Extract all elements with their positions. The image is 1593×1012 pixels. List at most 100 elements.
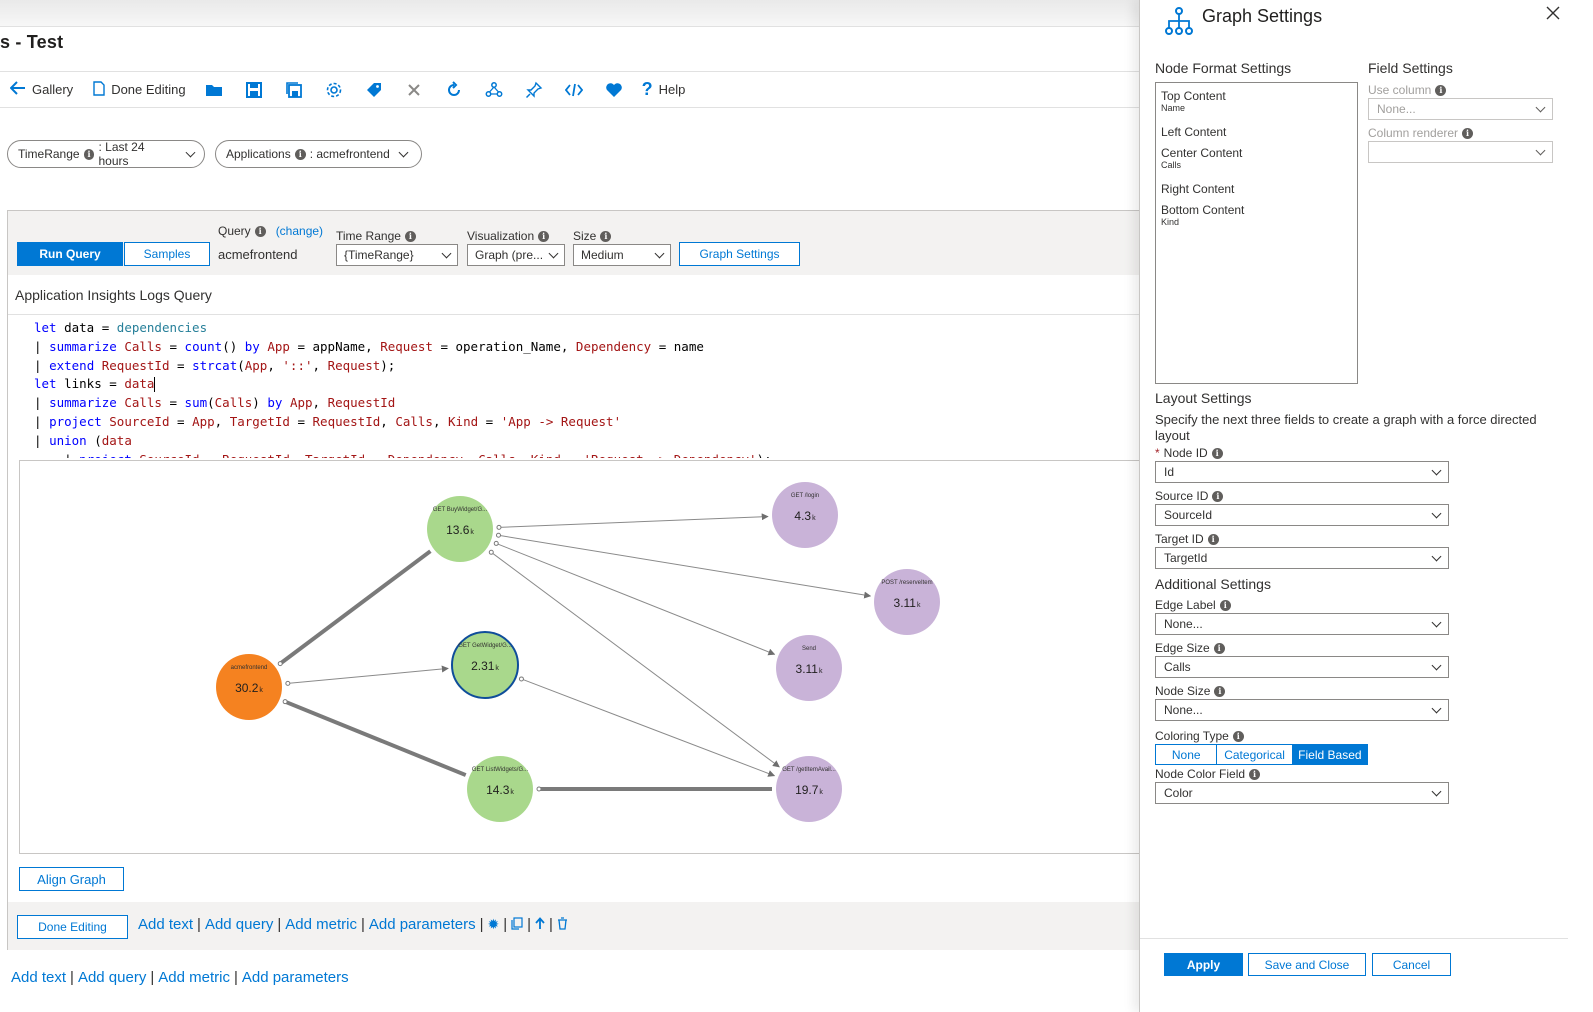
code-token: data	[101, 432, 132, 448]
graph-edge[interactable]	[287, 665, 449, 684]
done-editing-step-button[interactable]: Done Editing	[17, 915, 128, 939]
pin-icon[interactable]	[522, 76, 546, 104]
node-format-item[interactable]: Right Content	[1161, 182, 1234, 196]
applications-parameter[interactable]: Applications i : acmefrontend	[215, 140, 422, 168]
graph-edge[interactable]	[496, 542, 776, 656]
close-icon[interactable]	[402, 76, 426, 104]
add-text-link[interactable]: Add text	[138, 916, 194, 933]
code-token: RequestId	[312, 414, 381, 429]
graph-edge[interactable]	[498, 534, 872, 599]
add-metric-link[interactable]: Add metric	[285, 916, 357, 933]
edge-size-label: Edge Size	[1155, 641, 1210, 655]
save-as-icon[interactable]	[282, 76, 306, 104]
time-range-parameter[interactable]: TimeRange i : Last 24 hours	[7, 140, 205, 168]
done-editing-toolbar-button[interactable]: Done Editing	[85, 76, 193, 104]
code-token: = appName,	[289, 338, 381, 354]
size-label: Size	[573, 229, 597, 243]
save-and-close-button[interactable]: Save and Close	[1248, 953, 1366, 976]
graph-node-avail[interactable]: GET /getItemAvail...19.7k	[776, 756, 842, 822]
heart-icon[interactable]	[602, 76, 626, 104]
node-id-dropdown[interactable]: Id	[1155, 461, 1449, 483]
run-query-button[interactable]: Run Query	[17, 242, 123, 266]
graph-edge[interactable]	[284, 699, 467, 777]
edge-label-label-row: Edge Label i	[1155, 598, 1231, 612]
coloring-option-categorical[interactable]: Categorical	[1217, 745, 1293, 764]
add-parameters-link[interactable]: Add parameters	[241, 969, 349, 986]
add-text-link[interactable]: Add text	[11, 969, 67, 986]
add-query-link[interactable]: Add query	[204, 916, 274, 933]
delete-icon[interactable]	[557, 916, 568, 933]
settings-icon[interactable]: ✹	[487, 916, 500, 932]
clone-icon[interactable]	[511, 916, 523, 933]
help-button[interactable]: ? Help	[634, 76, 694, 104]
graph-node-circle	[776, 635, 842, 701]
settings-icon[interactable]	[322, 76, 346, 104]
edge-label-dropdown[interactable]: None...	[1155, 613, 1449, 635]
graph-node-value-unit: k	[495, 665, 499, 672]
graph-node-buy[interactable]: GET BuyWidget/G...13.6k	[427, 496, 493, 562]
graph-edge[interactable]	[498, 513, 769, 528]
graph-node-list[interactable]: GET ListWidgets/G... 14.3k	[467, 756, 533, 822]
node-color-field-dropdown[interactable]: Color	[1155, 782, 1449, 804]
gallery-button[interactable]: Gallery	[0, 76, 81, 104]
code-token: by	[267, 395, 290, 411]
code-token: =	[169, 414, 193, 429]
graph-node-circle	[451, 631, 519, 699]
save-icon[interactable]	[242, 76, 266, 104]
refresh-icon[interactable]	[442, 76, 466, 104]
close-panel-icon[interactable]	[1546, 6, 1560, 23]
add-parameters-link[interactable]: Add parameters	[368, 916, 476, 933]
cancel-button[interactable]: Cancel	[1372, 953, 1451, 976]
graph-node-label: POST /reserveItem	[881, 580, 932, 586]
move-up-icon[interactable]	[535, 916, 545, 933]
code-icon[interactable]	[562, 76, 586, 104]
target-id-label-row: Target ID i	[1155, 532, 1219, 546]
graph-node-label: GET ListWidgets/G...	[472, 767, 529, 773]
coloring-option-field-based[interactable]: Field Based	[1292, 745, 1368, 764]
time-range-dropdown[interactable]: {TimeRange}	[336, 244, 458, 266]
edge-port	[282, 699, 288, 705]
add-query-link[interactable]: Add query	[77, 969, 147, 986]
size-dropdown[interactable]: Medium	[573, 244, 671, 266]
code-token: App	[267, 338, 290, 354]
graph-settings-button[interactable]: Graph Settings	[679, 242, 800, 266]
add-metric-link[interactable]: Add metric	[158, 969, 230, 986]
visualization-dropdown[interactable]: Graph (pre...	[467, 244, 565, 266]
code-token: );	[757, 452, 772, 458]
align-graph-button[interactable]: Align Graph	[19, 867, 124, 891]
info-icon: i	[1214, 685, 1226, 697]
node-format-item[interactable]: Left Content	[1161, 125, 1226, 139]
folder-icon[interactable]	[202, 76, 226, 104]
code-token: 'App -> Request'	[500, 414, 622, 429]
graph-node-value-number: 3.11	[894, 596, 917, 610]
graph-node-get[interactable]: GET GetWidget/G...2.31k	[451, 631, 519, 699]
edge-size-dropdown[interactable]: Calls	[1155, 656, 1449, 678]
source-id-dropdown[interactable]: SourceId	[1155, 504, 1449, 526]
share-icon[interactable]	[482, 76, 506, 104]
change-link[interactable]: (change)	[275, 224, 324, 238]
samples-button[interactable]: Samples	[124, 242, 210, 266]
apply-button[interactable]: Apply	[1164, 953, 1243, 976]
graph-node-value: 14.3k	[486, 783, 514, 797]
graph-edge[interactable]	[279, 549, 432, 666]
graph-edge[interactable]	[490, 551, 780, 768]
node-size-dropdown[interactable]: None...	[1155, 699, 1449, 721]
tag-icon[interactable]	[362, 76, 386, 104]
chevron-down-icon	[1535, 145, 1546, 155]
graph-edge[interactable]	[521, 678, 776, 777]
info-icon: i	[1212, 490, 1224, 502]
coloring-option-none[interactable]: None	[1156, 745, 1218, 764]
visualization-dropdown-value: Graph (pre...	[475, 248, 544, 262]
query-code-editor[interactable]: let data = dependencies| summarize Calls…	[8, 314, 1160, 458]
node-format-item-label: Right Content	[1161, 182, 1235, 196]
target-id-dropdown[interactable]: TargetId	[1155, 547, 1449, 569]
